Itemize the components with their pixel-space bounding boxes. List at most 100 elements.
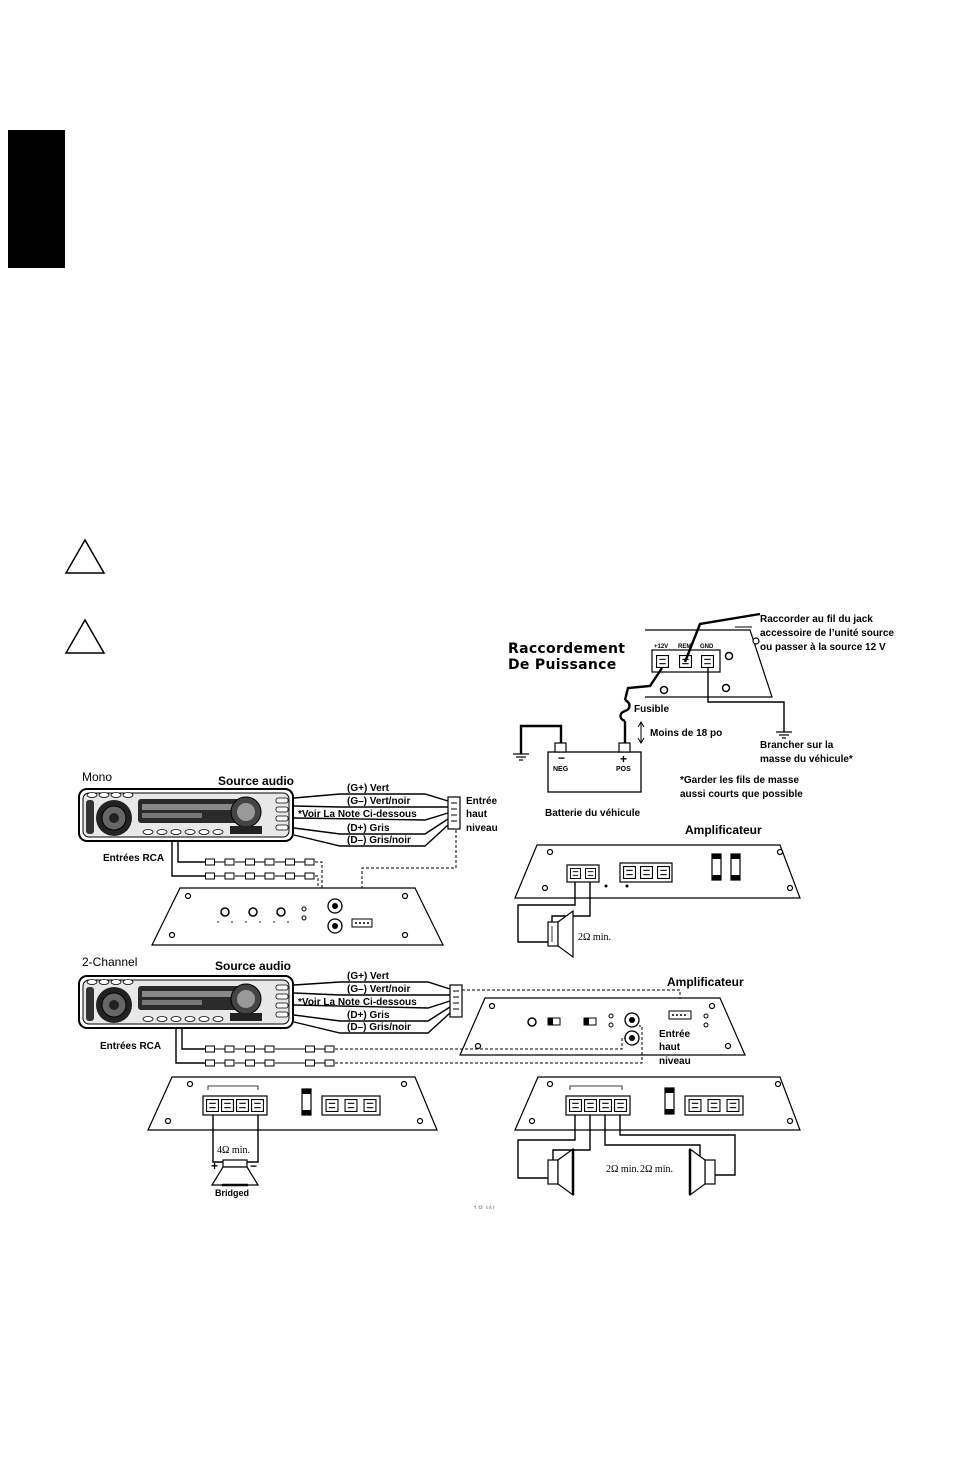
rca-plug-icon [285, 858, 315, 866]
rca-plug-icon [245, 1059, 275, 1067]
two-channel-wire-g-minus: (G–) Vert/noir [347, 984, 410, 995]
ground-tip-line1: *Garder les fils de masse [680, 775, 799, 786]
remote-note-line2: accessoire de l’unité source [760, 628, 894, 639]
two-channel-high-level-line2: haut [659, 1042, 681, 1053]
bridged-amplifier-outline [147, 1076, 438, 1131]
two-channel-head-unit [78, 975, 294, 1029]
mono-high-level-line1: Entrée [466, 796, 498, 807]
speaker-terminal-block [202, 1095, 268, 1116]
bridged-minus-sign: − [250, 1159, 257, 1173]
power-rem-wire [683, 612, 761, 663]
battery-minus-sign: − [558, 751, 565, 765]
speaker-icon [688, 1147, 716, 1197]
rca-plug-icon [205, 872, 235, 880]
mono-source-amplifier-outline [151, 887, 444, 946]
rca-plug-icon [245, 1045, 275, 1053]
rca-plug-icon [245, 858, 275, 866]
remote-note-line1: Raccorder au fil du jack [760, 614, 873, 625]
power-12v-wire [623, 667, 663, 701]
right-speaker-min-label: 2Ω min. [640, 1164, 673, 1175]
two-channel-wire-d-minus: (D–) Gris/noir [347, 1022, 411, 1033]
speaker-terminal-block [565, 1095, 631, 1116]
terminal-rem-label: REM [678, 644, 691, 650]
fuse-icon [619, 698, 631, 723]
two-channel-amplifier-outline [459, 997, 746, 1056]
two-channel-high-level-connector [449, 984, 463, 1018]
ground-note-line1: Brancher sur la [760, 740, 834, 751]
distance-arrow-icon [637, 721, 645, 744]
left-speaker-min-label: 2Ω min. [606, 1164, 639, 1175]
mono-diagram: Mono Source audio (G+) Vert (G–) Vert/no… [78, 770, 498, 946]
mono-high-level-line3: niveau [466, 823, 498, 834]
rca-plug-icon [245, 872, 275, 880]
fuse-icon [711, 853, 722, 881]
warning-icon [64, 618, 106, 654]
distance-label: Moins de 18 po [650, 728, 722, 739]
mono-wire-g-minus: (G–) Vert/noir [347, 796, 410, 807]
two-channel-diagram: 2-Channel Source audio (G+) Vert (G–) Ve… [78, 955, 801, 1198]
rca-plug-icon [205, 1045, 235, 1053]
page-tab [8, 130, 65, 268]
mono-wire-note: *Voir La Note Ci-dessous [298, 809, 417, 820]
speaker-icon [547, 909, 574, 959]
two-channel-high-level-line1: Entrée [659, 1029, 691, 1040]
battery-ground-icon [513, 753, 529, 761]
two-channel-wire-g-plus: (G+) Vert [347, 971, 390, 982]
two-channel-wire-d-plus: (D+) Gris [347, 1010, 390, 1021]
mono-source-label: Source audio [218, 774, 294, 788]
mono-title: Mono [82, 770, 112, 784]
mono-wire-d-minus: (D–) Gris/noir [347, 835, 411, 846]
mono-rca-label: Entrées RCA [103, 853, 164, 864]
rca-plug-icon [305, 1059, 335, 1067]
two-channel-amplifier-label: Amplificateur [667, 975, 744, 989]
warning-icon [64, 538, 106, 574]
fuse-icon [730, 853, 741, 881]
battery [547, 751, 642, 793]
power-connection-diagram: Raccordement De Puissance +12V REM GND R… [508, 612, 894, 959]
rca-plug-icon [285, 872, 315, 880]
stereo-amplifier-outline [514, 1076, 801, 1131]
power-gnd-wire [707, 668, 785, 732]
bridged-label: Bridged [215, 1188, 249, 1198]
rca-plug-icon [305, 1045, 335, 1053]
two-channel-wire-note: *Voir La Note Ci-dessous [298, 997, 417, 1008]
mono-speaker-min-label: 2Ω min. [578, 932, 611, 943]
amplifier-label: Amplificateur [685, 823, 762, 837]
bridged-plus-sign: + [211, 1159, 218, 1173]
battery-label: Batterie du véhicule [545, 808, 640, 819]
knob-icon [276, 907, 286, 917]
fuse-icon [301, 1088, 312, 1116]
chassis-ground-icon [776, 731, 792, 739]
two-channel-source-label: Source audio [215, 959, 291, 973]
knob-icon [527, 1017, 537, 1027]
two-channel-high-level-line3: niveau [659, 1056, 691, 1067]
two-channel-title: 2-Channel [82, 955, 137, 969]
ground-note-line2: masse du véhicule* [760, 754, 853, 765]
ground-tip-line2: aussi courts que possible [680, 789, 803, 800]
rca-plug-icon [205, 858, 235, 866]
speaker-icon [210, 1159, 260, 1187]
battery-pos-label: POS [616, 766, 631, 773]
remote-note-line3: ou passer à la source 12 V [760, 642, 886, 653]
fuse-icon [664, 1087, 675, 1115]
mono-head-unit [78, 788, 294, 842]
terminal-12v-label: +12V [654, 644, 668, 650]
terminal-gnd-label: GND [700, 644, 714, 650]
speaker-icon [547, 1147, 575, 1197]
mono-high-level-line2: haut [466, 809, 488, 820]
battery-neg-wire [519, 724, 563, 754]
knob-icon [248, 907, 258, 917]
power-title-line2: De Puissance [508, 657, 617, 673]
mono-wire-d-plus: (D+) Gris [347, 823, 390, 834]
bridged-min-label: 4Ω min. [217, 1145, 250, 1156]
high-level-input-block [351, 918, 373, 928]
mono-high-level-connector [447, 796, 461, 830]
rca-plug-icon [205, 1059, 235, 1067]
battery-neg-label: NEG [553, 766, 569, 773]
knob-icon [220, 907, 230, 917]
battery-plus-sign: + [620, 752, 627, 766]
fuse-label: Fusible [634, 704, 669, 715]
mono-wire-g-plus: (G+) Vert [347, 783, 390, 794]
power-title-line1: Raccordement [508, 641, 625, 657]
